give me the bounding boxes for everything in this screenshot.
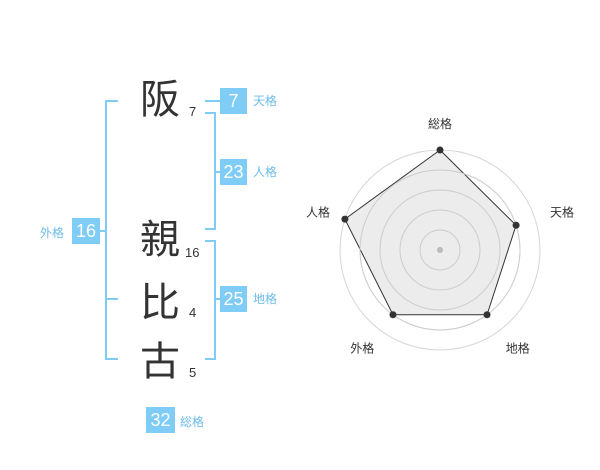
radar-center bbox=[437, 247, 443, 253]
name-char-1: 阪 bbox=[140, 77, 180, 123]
radar-point bbox=[436, 146, 444, 154]
stroke-count-1: 7 bbox=[189, 104, 197, 119]
stroke-count-3: 4 bbox=[189, 305, 197, 320]
name-char-3: 比 bbox=[140, 280, 180, 326]
soukaku-value: 32 bbox=[146, 407, 175, 433]
radar-ring-line bbox=[379, 189, 501, 311]
soukaku-label: 総格 bbox=[180, 415, 205, 429]
radar-ring-line bbox=[399, 209, 481, 291]
radar-axis-label: 地格 bbox=[506, 341, 530, 356]
jinkaku-label: 人格 bbox=[253, 165, 278, 179]
tenkaku-value: 7 bbox=[220, 88, 247, 114]
radar-axis-label: 人格 bbox=[306, 204, 330, 219]
name-char-2: 親 bbox=[140, 217, 180, 263]
radar-point bbox=[512, 221, 520, 229]
radar-axis-label: 外格 bbox=[350, 341, 374, 356]
name-char-4: 古 bbox=[140, 339, 180, 385]
chikaku-value: 25 bbox=[220, 286, 247, 312]
radar-point bbox=[341, 215, 349, 223]
radar-axis-label: 総格 bbox=[428, 116, 452, 131]
chikaku-label: 地格 bbox=[253, 292, 278, 306]
stroke-count-4: 5 bbox=[189, 365, 197, 380]
tenkaku-label: 天格 bbox=[253, 94, 278, 108]
gaikaku-label: 外格 bbox=[40, 226, 65, 240]
stroke-count-2: 16 bbox=[185, 245, 200, 260]
radar-point bbox=[483, 311, 491, 319]
radar-ring-line bbox=[359, 169, 521, 331]
radar-ring-line bbox=[419, 229, 461, 271]
radar-axis-label: 天格 bbox=[550, 204, 574, 219]
gaikaku-value: 16 bbox=[72, 218, 100, 244]
jinkaku-value: 23 bbox=[220, 159, 247, 185]
radar-point bbox=[389, 311, 397, 319]
